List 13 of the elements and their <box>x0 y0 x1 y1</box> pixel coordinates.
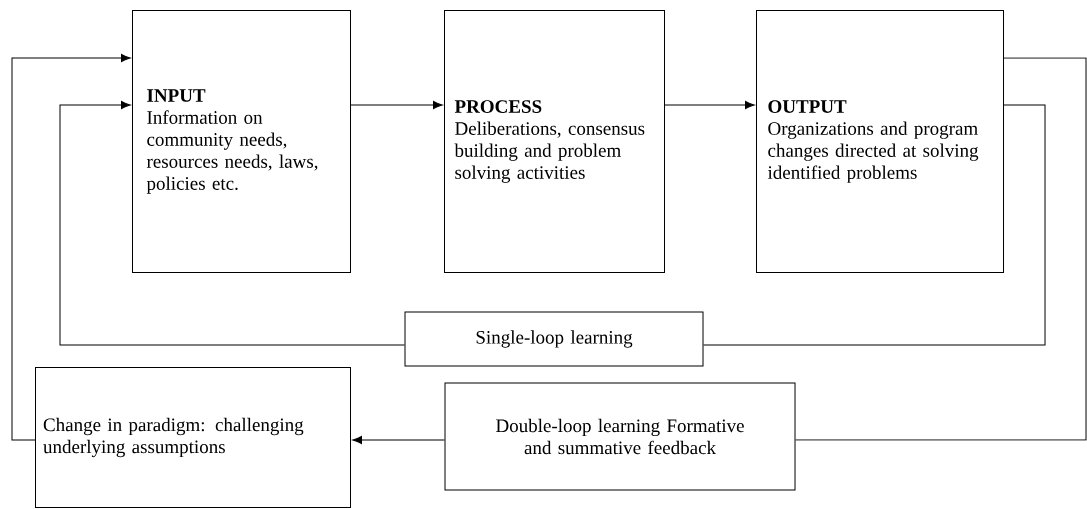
process-box: PROCESS Deliberations, consensus building and problem solving activities <box>444 10 665 273</box>
arrow <box>11 53 131 441</box>
arrow <box>352 435 445 445</box>
output-box: OUTPUT Organizations and program changes directed at solving identified problems <box>756 10 1004 273</box>
arrow <box>664 100 755 110</box>
input-box: INPUT Information on community needs, resources needs, laws, policies etc. <box>132 10 351 273</box>
arrow <box>59 100 405 346</box>
feedback-box: Double-loop learning Formative and summative feedback <box>444 382 796 491</box>
paradigm-box: Change in paradigm: challenging underlying assumptions <box>35 367 351 508</box>
connector-line <box>703 104 1046 346</box>
connector-line <box>795 57 1087 441</box>
loop-label-box: Single-loop learning <box>404 311 704 367</box>
arrow <box>350 100 443 110</box>
